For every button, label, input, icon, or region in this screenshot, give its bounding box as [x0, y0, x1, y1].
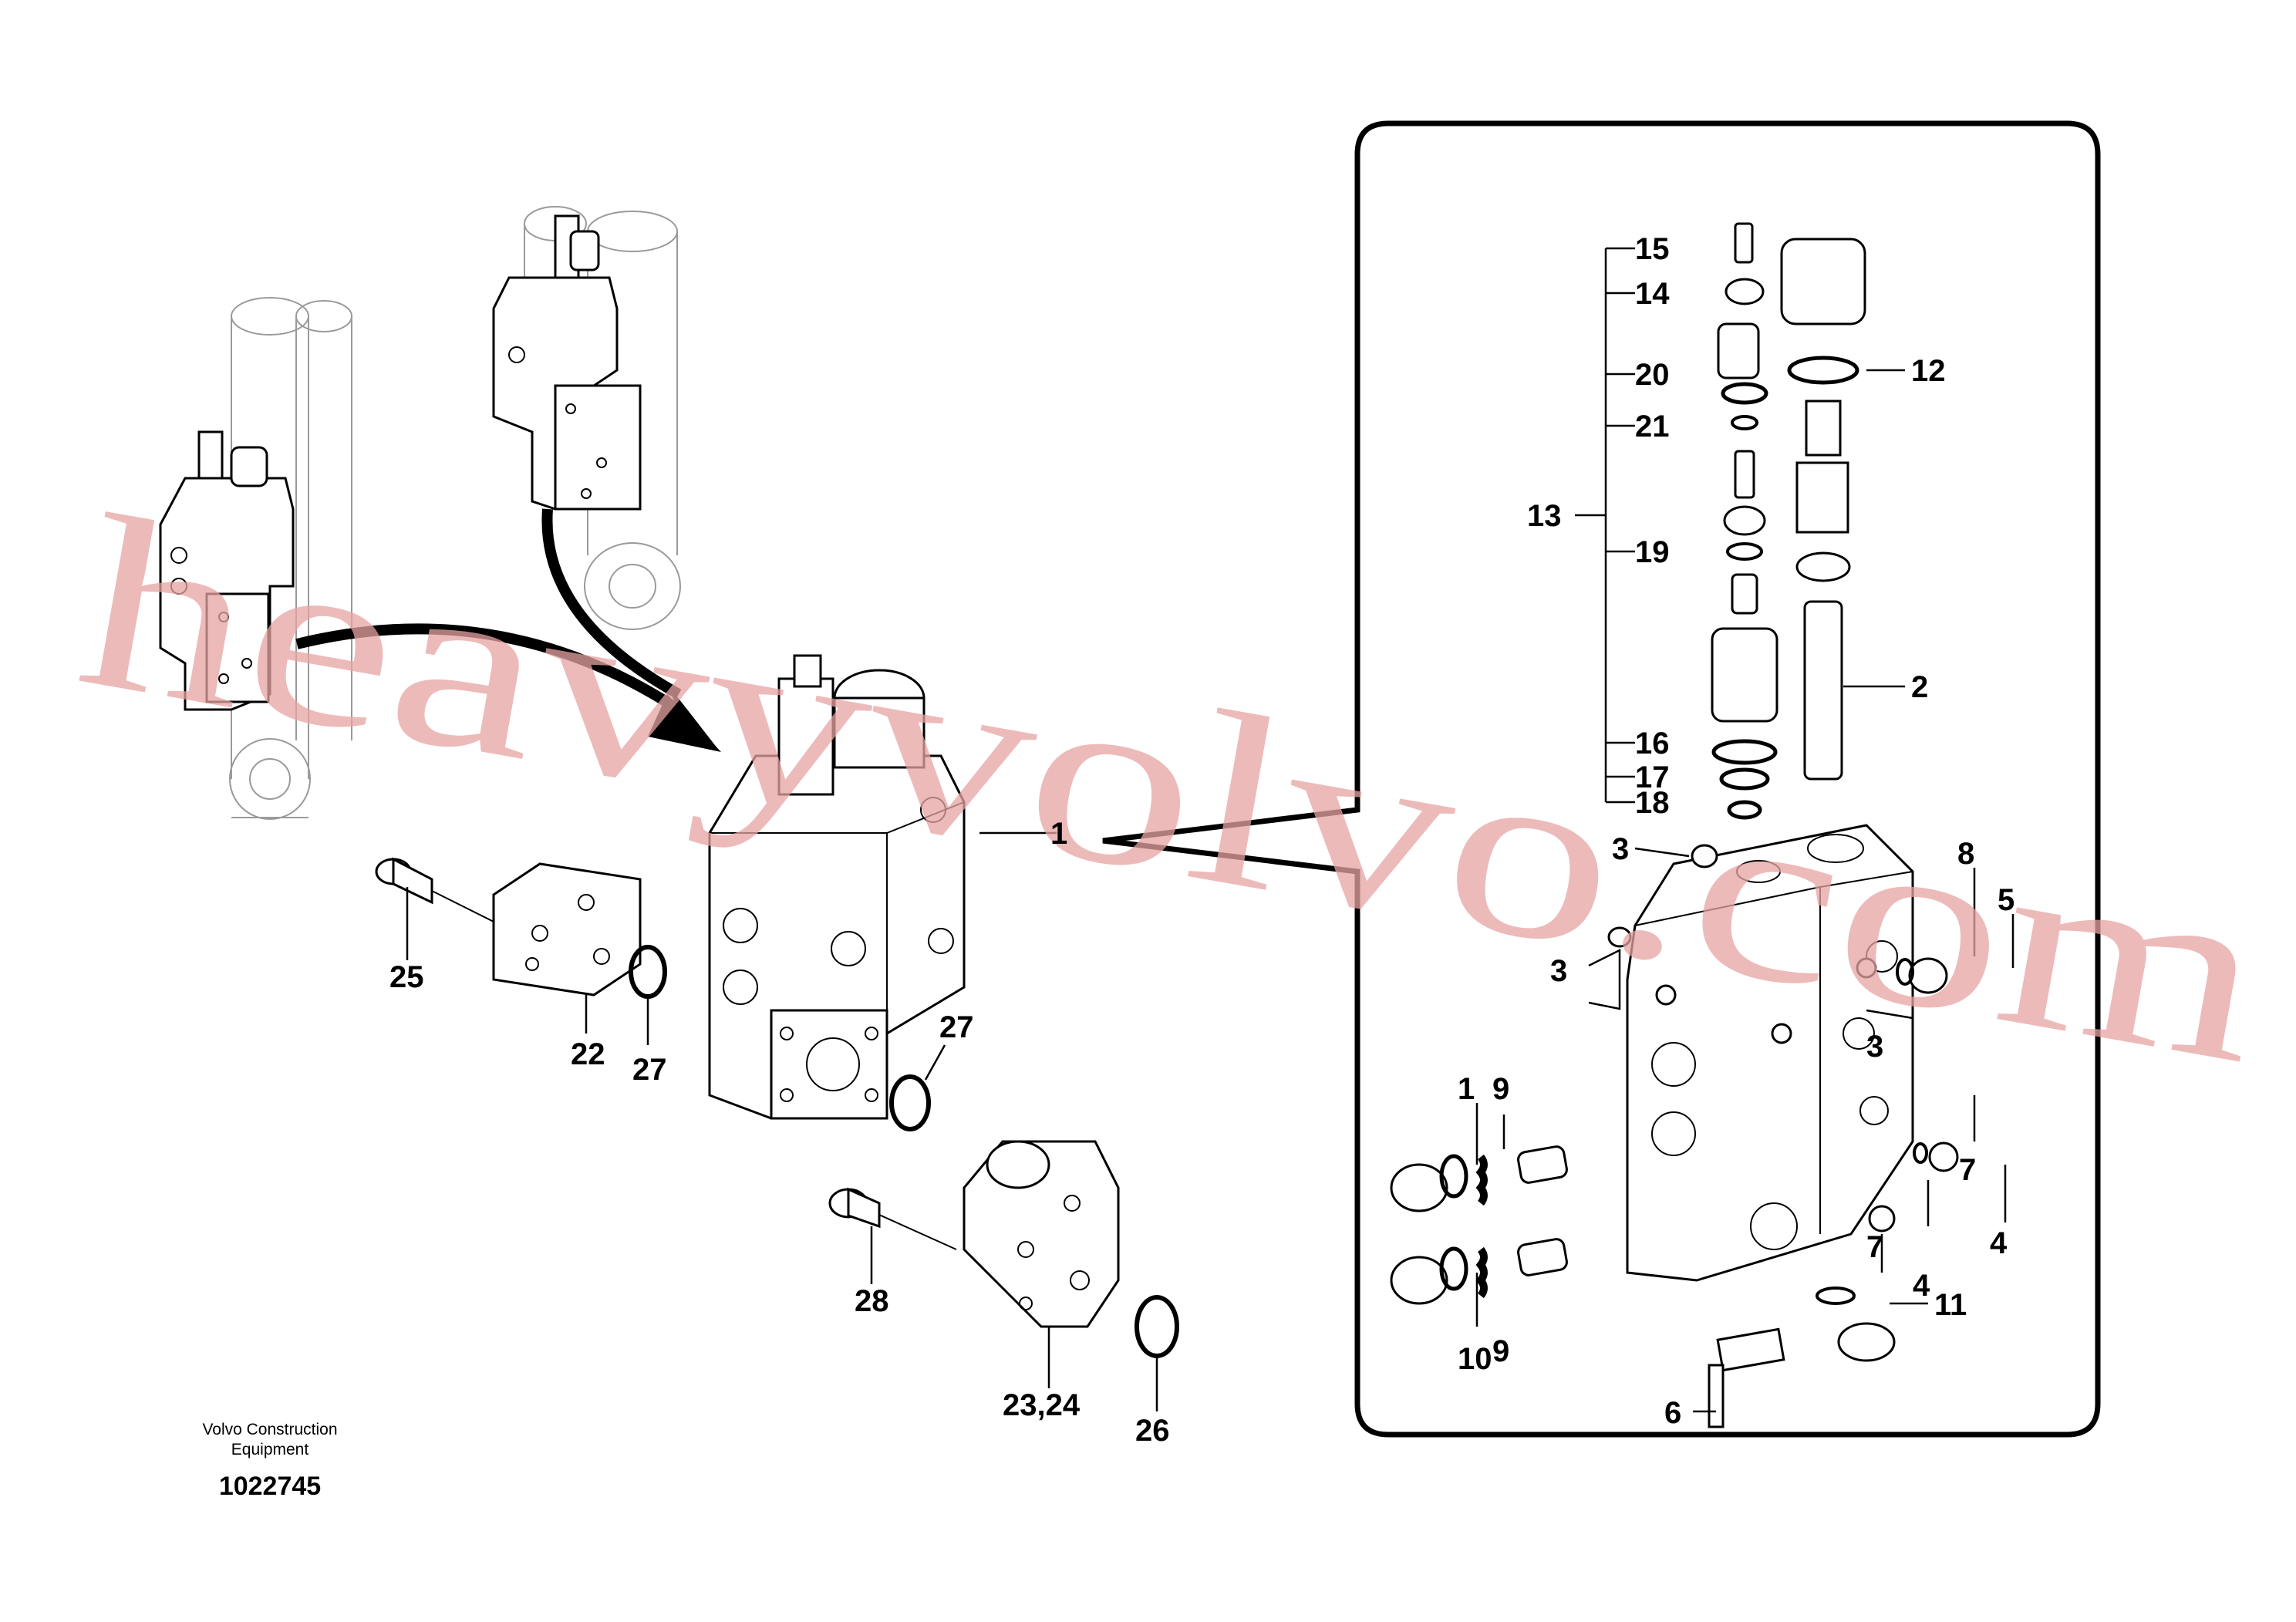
callout-4a: 4: [1990, 1226, 2008, 1260]
callout-15: 15: [1635, 232, 1670, 266]
callout-13: 13: [1527, 499, 1562, 533]
callout-3b: 3: [1550, 954, 1567, 988]
callout-1-detail: 1: [1458, 1072, 1475, 1106]
callout-17: 17: [1635, 760, 1670, 794]
detail-leader-lines: [1475, 247, 2014, 1413]
callout-27b: 27: [939, 1010, 974, 1044]
callout-7b: 7: [1866, 1230, 1883, 1264]
callout-22: 22: [571, 1037, 605, 1071]
callout-9b: 9: [1492, 1334, 1509, 1368]
callout-1: 1: [1050, 817, 1067, 851]
detail-callouts: 15 14 20 21 13 19 16 17 18 12 2 3 3 3 8 …: [1458, 232, 2014, 1430]
callout-6: 6: [1664, 1396, 1681, 1430]
pointer-arrows: [295, 508, 721, 752]
spool-stack: [1780, 238, 1866, 781]
callout-5: 5: [1998, 883, 2014, 917]
detail-callout-box: [979, 120, 2101, 1438]
main-callouts: 1 22 25 27 27 23,24 26 28: [389, 817, 1170, 1448]
callout-2: 2: [1911, 670, 1928, 704]
watermark: heavyvolvo.com: [63, 464, 2283, 1115]
callout-11: 11: [1934, 1288, 1967, 1322]
drawing-number: 1022745: [219, 1472, 321, 1501]
callout-8: 8: [1957, 837, 1974, 871]
callout-3c: 3: [1866, 1030, 1883, 1064]
callout-19: 19: [1635, 535, 1670, 569]
callout-4b: 4: [1913, 1269, 1930, 1303]
callout-3a: 3: [1612, 832, 1629, 866]
main-valve-block: [708, 654, 966, 1120]
valve-thumbnail-right: [492, 214, 642, 511]
callout-23-24: 23,24: [1003, 1388, 1081, 1422]
relief-valve-stack: [1711, 222, 1778, 820]
flange-block-23-24: [963, 1140, 1120, 1388]
callout-9a: 9: [1492, 1072, 1509, 1106]
credit-block: Volvo Construction Equipment 1022745: [202, 1421, 337, 1501]
o-ring-26: [1135, 1295, 1179, 1411]
credit-line-1: Volvo Construction: [202, 1421, 337, 1438]
detail-left-subparts: [1390, 844, 1959, 1428]
flange-plate-22: [492, 862, 642, 1034]
callout-28: 28: [855, 1284, 889, 1318]
callout-14: 14: [1635, 277, 1670, 311]
bolt-25: [375, 857, 494, 960]
detail-valve-block: [1626, 824, 1914, 1372]
callout-10: 10: [1458, 1342, 1492, 1376]
callout-25: 25: [389, 960, 424, 994]
o-ring-27b: [889, 1044, 946, 1131]
callout-20: 20: [1635, 358, 1670, 392]
callout-21: 21: [1635, 410, 1670, 443]
o-ring-27a: [629, 945, 667, 1045]
bolt-28: [828, 1187, 957, 1284]
callout-27a: 27: [632, 1053, 667, 1087]
callout-12: 12: [1911, 354, 1946, 388]
callout-18: 18: [1635, 786, 1670, 820]
valve-thumbnail-left: [159, 430, 295, 711]
credit-line-2: Equipment: [231, 1441, 309, 1458]
callout-26: 26: [1135, 1414, 1170, 1448]
callout-7a: 7: [1959, 1153, 1976, 1187]
callout-16: 16: [1635, 727, 1670, 760]
